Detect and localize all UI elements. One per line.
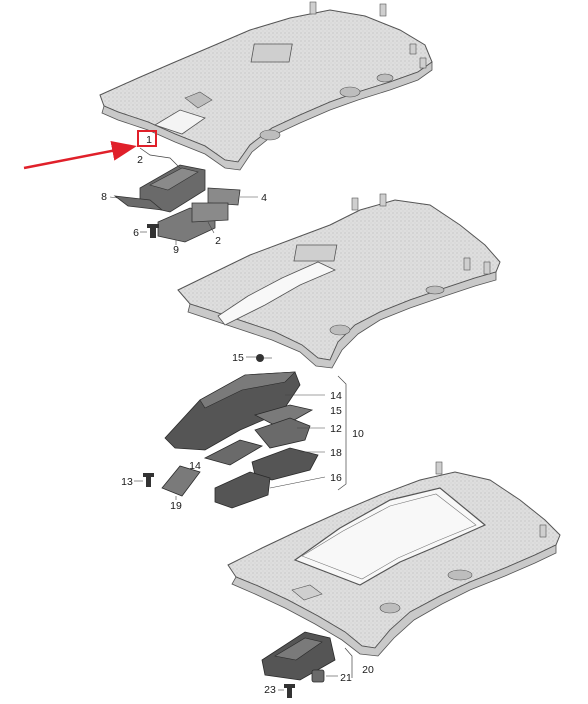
callout-21: 21 xyxy=(340,672,352,684)
leader-lines xyxy=(109,196,284,691)
callout-12: 12 xyxy=(330,423,342,435)
parts-group-1 xyxy=(113,147,241,243)
callout-19: 19 xyxy=(170,500,182,512)
callout-10: 10 xyxy=(352,428,364,440)
callout-20: 20 xyxy=(362,664,374,676)
headliner-middle xyxy=(177,193,501,369)
callout-15: 15 xyxy=(330,405,342,417)
callout-15: 15 xyxy=(232,352,244,364)
callout-18: 18 xyxy=(330,447,342,459)
callout-14: 14 xyxy=(189,460,201,472)
callout-23: 23 xyxy=(264,684,276,696)
parts-group-2 xyxy=(143,354,347,509)
callout-4: 4 xyxy=(261,192,267,204)
callout-16: 16 xyxy=(330,472,342,484)
callouts: 1 2 2 4 6 8 9 10 12 13 14 14 15 15 16 18… xyxy=(101,134,374,696)
callout-9: 9 xyxy=(173,244,179,256)
red-arrow xyxy=(23,141,137,170)
highlight-box xyxy=(137,130,157,147)
callout-6: 6 xyxy=(133,227,139,239)
callout-14: 14 xyxy=(330,390,342,402)
callout-1: 1 xyxy=(146,134,152,146)
callout-8: 8 xyxy=(101,191,107,203)
callout-13: 13 xyxy=(121,476,133,488)
headliner-top xyxy=(99,1,433,171)
callout-2: 2 xyxy=(137,154,143,166)
parts-group-3 xyxy=(261,631,353,698)
callout-2: 2 xyxy=(215,235,221,247)
headliner-bottom xyxy=(227,461,561,657)
